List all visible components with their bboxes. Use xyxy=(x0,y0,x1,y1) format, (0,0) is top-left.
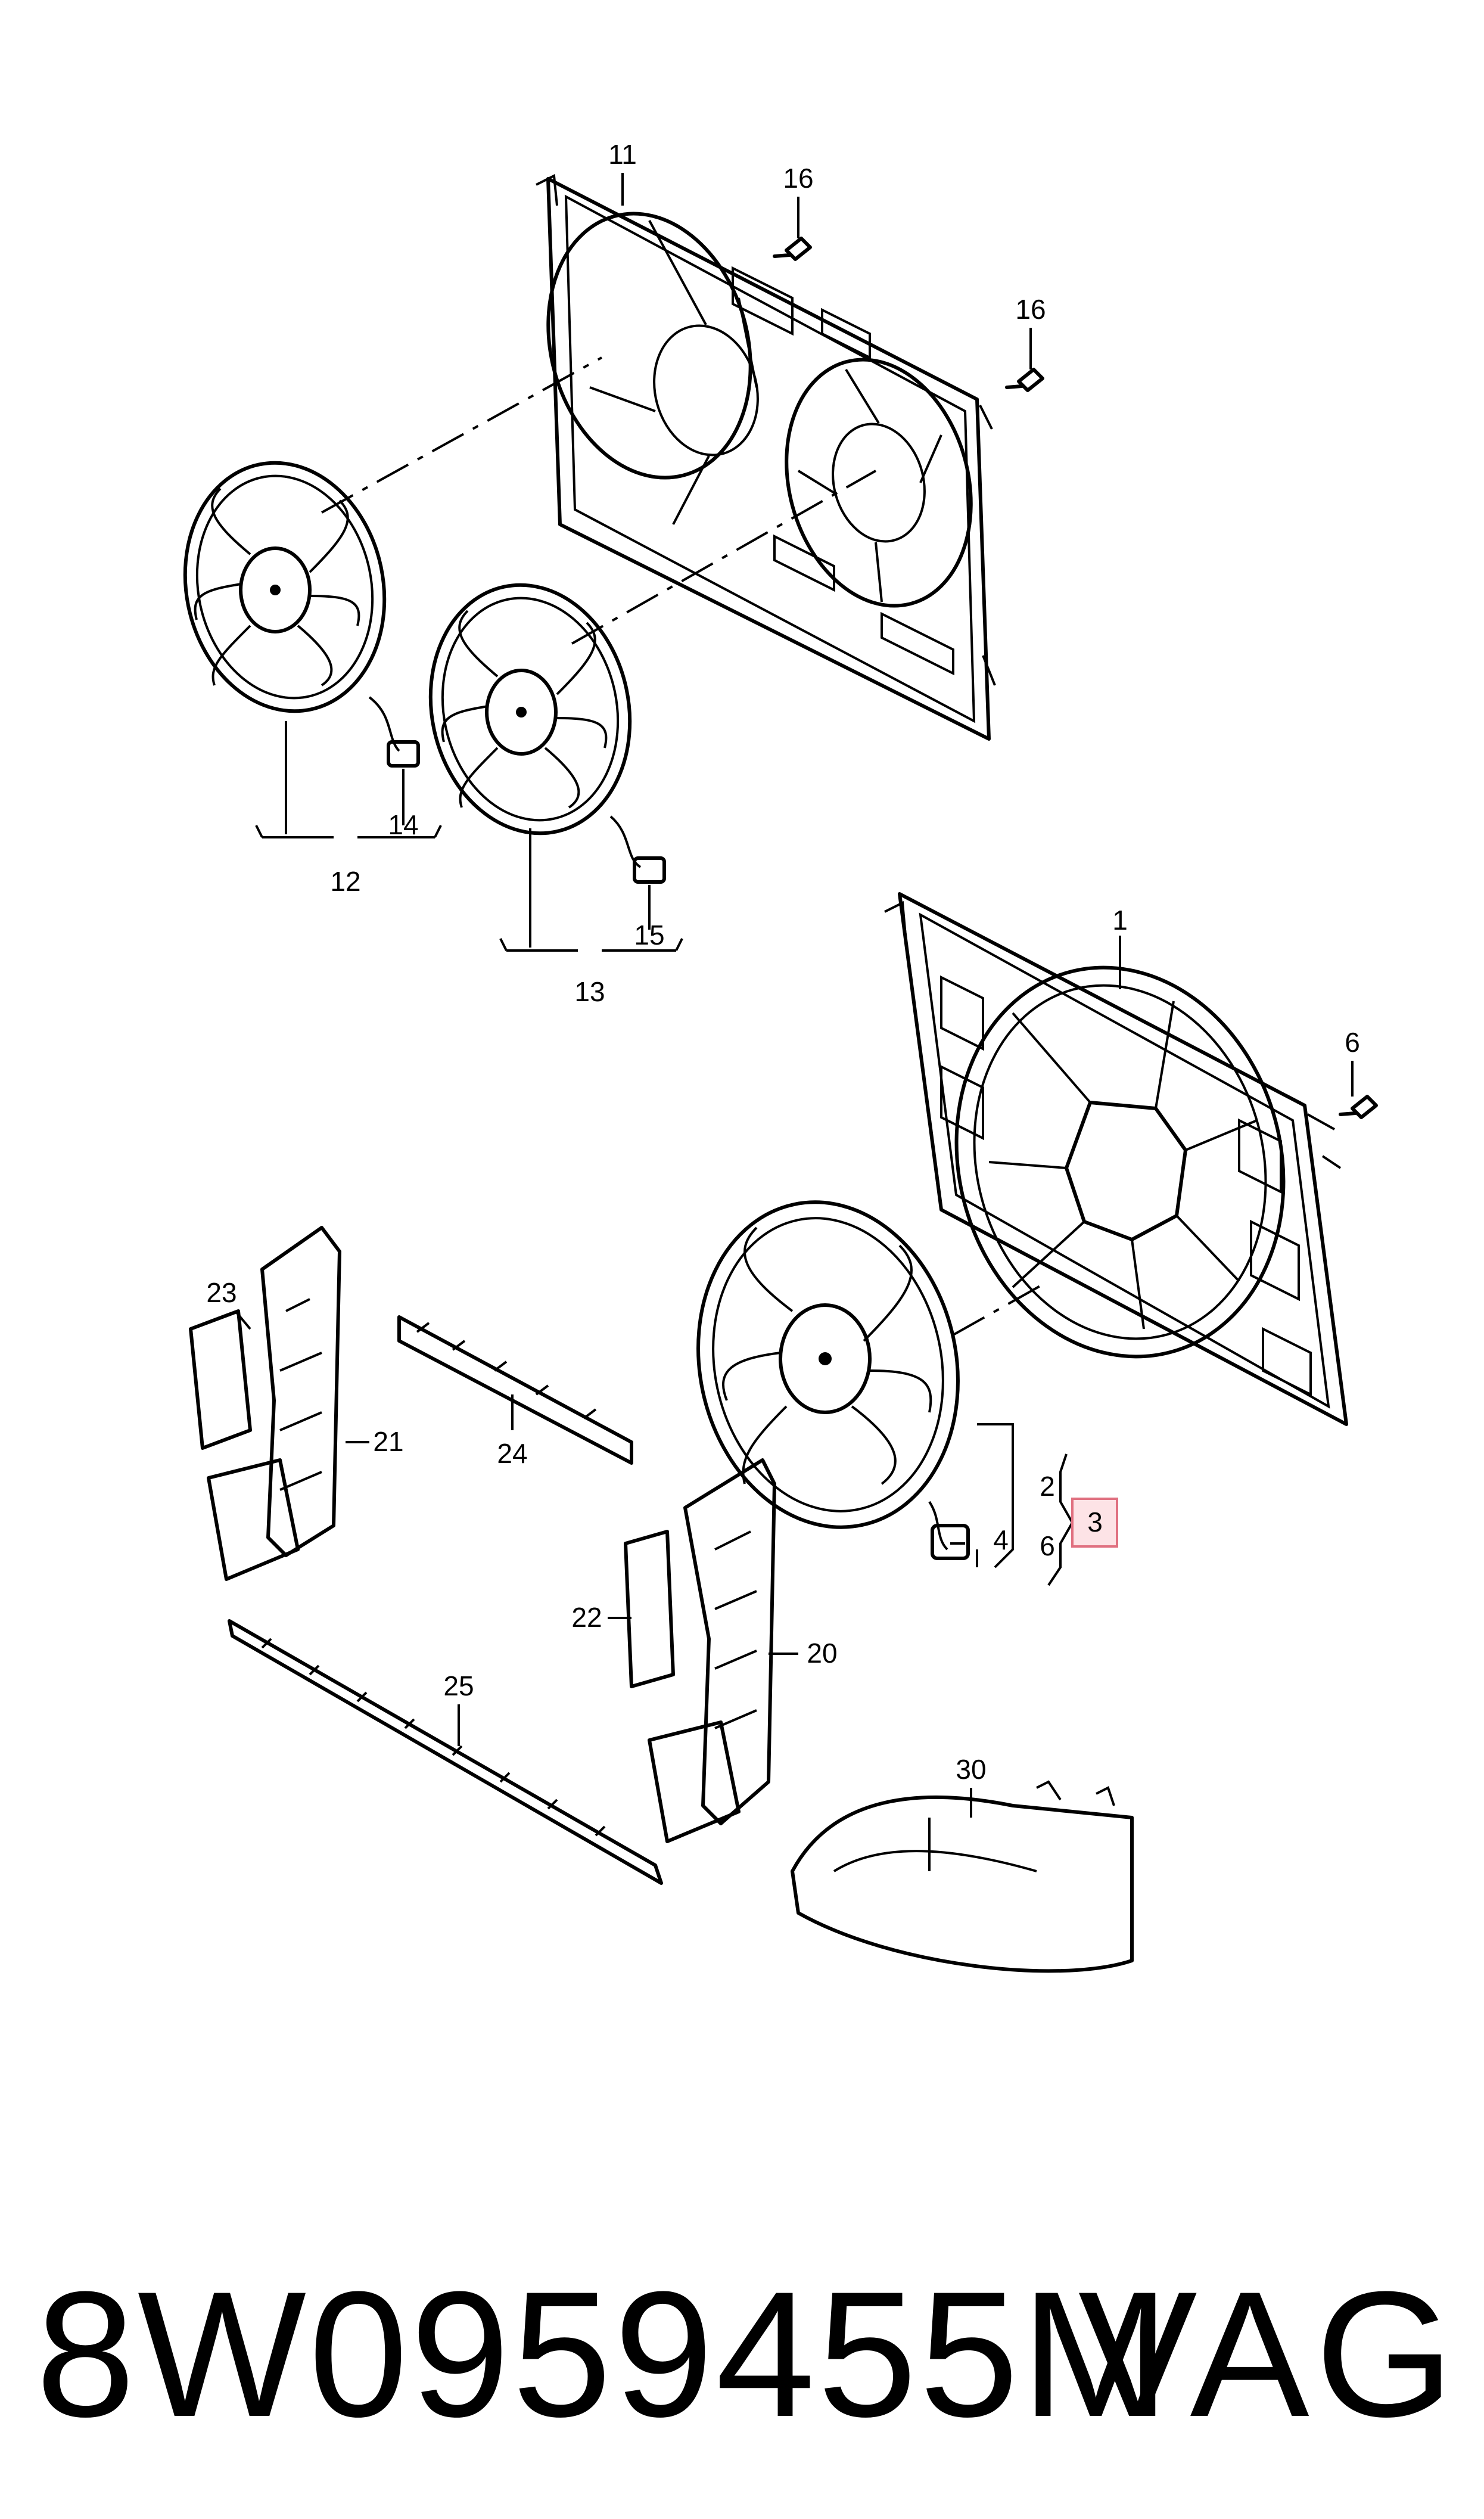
exploded-parts-diagram: 11 16 16 14 12 15 13 1 6 2 3 4 6 23 21 2… xyxy=(183,139,1378,1973)
part-number-footer: 8W0959455M VAG xyxy=(0,2229,1484,2479)
fan-12 xyxy=(183,461,420,768)
callout-16: 16 xyxy=(1015,294,1046,325)
part-number: 8W0959455M xyxy=(36,2254,1172,2454)
callout-6: 6 xyxy=(1040,1530,1055,1561)
callout-3-highlight xyxy=(1071,1498,1118,1548)
air-deflector-21-23 xyxy=(189,1226,341,1581)
callout-3: 3 xyxy=(1087,1507,1103,1538)
brand-name: VAG xyxy=(1078,2254,1460,2454)
axis-line xyxy=(571,470,876,645)
air-deflector-20-22 xyxy=(624,1458,776,1843)
axis-line xyxy=(953,1280,1049,1336)
air-guide-strip-25 xyxy=(228,1619,663,1885)
fan-13 xyxy=(428,583,666,884)
callout-13: 13 xyxy=(574,976,605,1007)
callout-20: 20 xyxy=(807,1638,837,1669)
callout-14: 14 xyxy=(388,809,418,840)
callout-6: 6 xyxy=(1345,1027,1360,1058)
callout-4: 4 xyxy=(993,1524,1009,1555)
callout-2: 2 xyxy=(1040,1471,1055,1502)
callout-16: 16 xyxy=(783,163,813,194)
screw-16-icon xyxy=(1005,368,1044,392)
callout-1: 1 xyxy=(1112,905,1128,936)
screw-6-icon xyxy=(1339,1095,1378,1119)
callout-11: 11 xyxy=(608,139,637,170)
callout-22: 22 xyxy=(571,1602,602,1633)
callout-23: 23 xyxy=(206,1277,237,1308)
fan-assembly-3 xyxy=(696,1200,970,1560)
callout-24: 24 xyxy=(497,1438,527,1469)
callout-12: 12 xyxy=(330,866,360,897)
twin-fan-shroud xyxy=(536,173,996,741)
air-guide-strip-24 xyxy=(397,1315,633,1465)
callout-21: 21 xyxy=(373,1426,403,1457)
air-duct-30 xyxy=(791,1780,1134,1973)
screw-16-icon xyxy=(773,237,812,261)
axis-line xyxy=(321,356,602,514)
callout-25: 25 xyxy=(443,1670,474,1701)
callout-15: 15 xyxy=(634,920,664,951)
single-fan-shroud xyxy=(884,892,1348,1426)
callout-30: 30 xyxy=(956,1754,986,1785)
